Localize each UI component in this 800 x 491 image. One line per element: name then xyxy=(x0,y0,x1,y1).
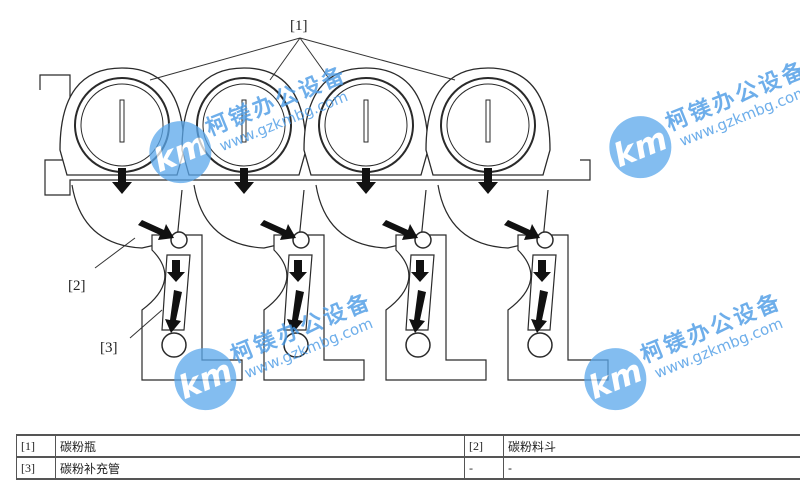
supply-port xyxy=(414,231,432,249)
developer-unit xyxy=(507,234,609,381)
legend-number: [1] xyxy=(16,434,56,458)
table-row: [1] 碳粉瓶 [2] 碳粉料斗 xyxy=(16,434,800,458)
flow-arrow-pipe xyxy=(167,260,185,282)
toner-supply-diagram xyxy=(39,37,609,381)
supply-port xyxy=(536,231,554,249)
toner-hopper xyxy=(315,184,427,249)
toner-hopper xyxy=(193,184,305,249)
legend-text: - xyxy=(503,456,800,480)
legend-number: [3] xyxy=(16,456,56,480)
supply-port xyxy=(170,231,188,249)
callout-supply-pipe: [3] xyxy=(100,340,118,356)
flow-arrow-developer xyxy=(287,290,304,333)
bottle-handle xyxy=(485,99,491,143)
supply-port xyxy=(292,231,310,249)
legend-text: 碳粉补充管 xyxy=(55,456,465,480)
legend-text: 碳粉料斗 xyxy=(503,434,800,458)
toner-hopper xyxy=(437,184,549,249)
flow-arrow-pipe xyxy=(411,260,429,282)
developer-unit xyxy=(385,234,487,381)
developer-roller xyxy=(527,332,553,358)
flow-arrow-pipe xyxy=(289,260,307,282)
table-row: [3] 碳粉补充管 - - xyxy=(16,456,800,480)
flow-arrow-down xyxy=(112,168,132,194)
toner-bottle-inner xyxy=(324,83,408,167)
legend-text: 碳粉瓶 xyxy=(55,434,465,458)
toner-units xyxy=(39,67,609,381)
flow-arrow-pipe xyxy=(533,260,551,282)
toner-hopper xyxy=(71,184,183,249)
legend-number: [2] xyxy=(464,434,504,458)
developer-roller xyxy=(405,332,431,358)
developer-roller xyxy=(283,332,309,358)
callout-toner-bottle: [1] xyxy=(290,18,308,34)
legend-number: - xyxy=(464,456,504,480)
bottle-handle xyxy=(363,99,369,143)
flow-arrow-diagonal xyxy=(260,220,296,240)
flow-arrow-diagonal xyxy=(138,220,174,240)
flow-arrow-developer xyxy=(409,290,426,333)
flow-arrow-down xyxy=(234,168,254,194)
bottle-handle xyxy=(119,99,125,143)
housing-outline xyxy=(39,74,591,196)
leader-lines xyxy=(94,37,456,339)
developer-unit xyxy=(141,234,243,381)
callout-toner-hopper: [2] xyxy=(68,278,86,294)
flow-arrow-developer xyxy=(531,290,548,333)
legend-table: [1] 碳粉瓶 [2] 碳粉料斗 [3] 碳粉补充管 - - xyxy=(16,434,800,480)
flow-arrow-diagonal xyxy=(504,220,540,240)
flow-arrow-developer xyxy=(165,290,182,333)
flow-arrow-down xyxy=(478,168,498,194)
bottle-handle xyxy=(241,99,247,143)
toner-bottle-inner xyxy=(446,83,530,167)
developer-unit xyxy=(263,234,365,381)
developer-roller xyxy=(161,332,187,358)
flow-arrow-diagonal xyxy=(382,220,418,240)
flow-arrow-down xyxy=(356,168,376,194)
